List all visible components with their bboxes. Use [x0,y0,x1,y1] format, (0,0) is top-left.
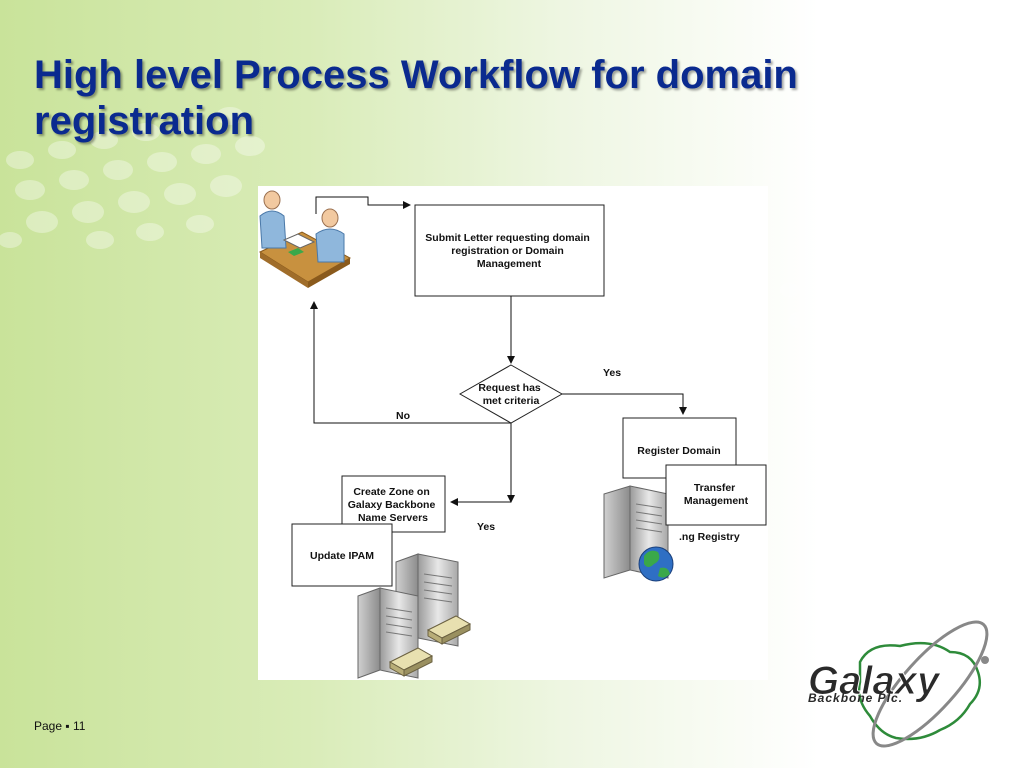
edge-label-yes-right: Yes [603,367,621,379]
logo-tagline: Backbone Plc. [808,691,903,705]
workflow-diagram: Submit Letter requesting domain registra… [258,190,767,679]
edge-label-no: No [396,410,410,422]
orbit-dot-icon [981,656,989,664]
transfer-management-text: Transfer Management [684,482,749,507]
submit-request-text: Submit Letter requesting domain registra… [425,232,592,270]
logo-name: Galaxy [808,659,941,703]
create-zone-text: Create Zone on Galaxy Backbone Name Serv… [348,486,438,524]
network-switch-icon [426,615,472,645]
footer-label: Page [34,719,63,733]
submit-request-box [414,204,605,297]
galaxy-backbone-logo: Galaxy Backbone Plc. [808,620,989,748]
meeting-icon [258,190,352,288]
decision-text: Request has met criteria [478,382,543,407]
register-domain-text: Register Domain [637,445,720,457]
orbit-ring [871,620,989,748]
connector-decision-yes-right [562,393,687,415]
update-ipam-box [291,523,393,587]
connector-meeting-to-submit [315,196,411,214]
footer-separator: ▪ [65,719,70,733]
connector-decision-no-left [310,301,511,424]
globe-icon [638,546,674,582]
network-switch-icon-2 [388,647,434,677]
create-zone-box [341,475,446,533]
registry-label: .ng Registry [679,531,740,543]
edge-label-yes-down: Yes [477,521,495,533]
decision-diamond [458,364,564,424]
slide-title: High level Process Workflow for domain r… [34,53,798,143]
update-ipam-text: Update IPAM [310,550,374,562]
transfer-management-box [665,464,767,526]
page-footer: Page ▪ 11 [34,719,85,733]
page-number: 11 [72,719,86,733]
